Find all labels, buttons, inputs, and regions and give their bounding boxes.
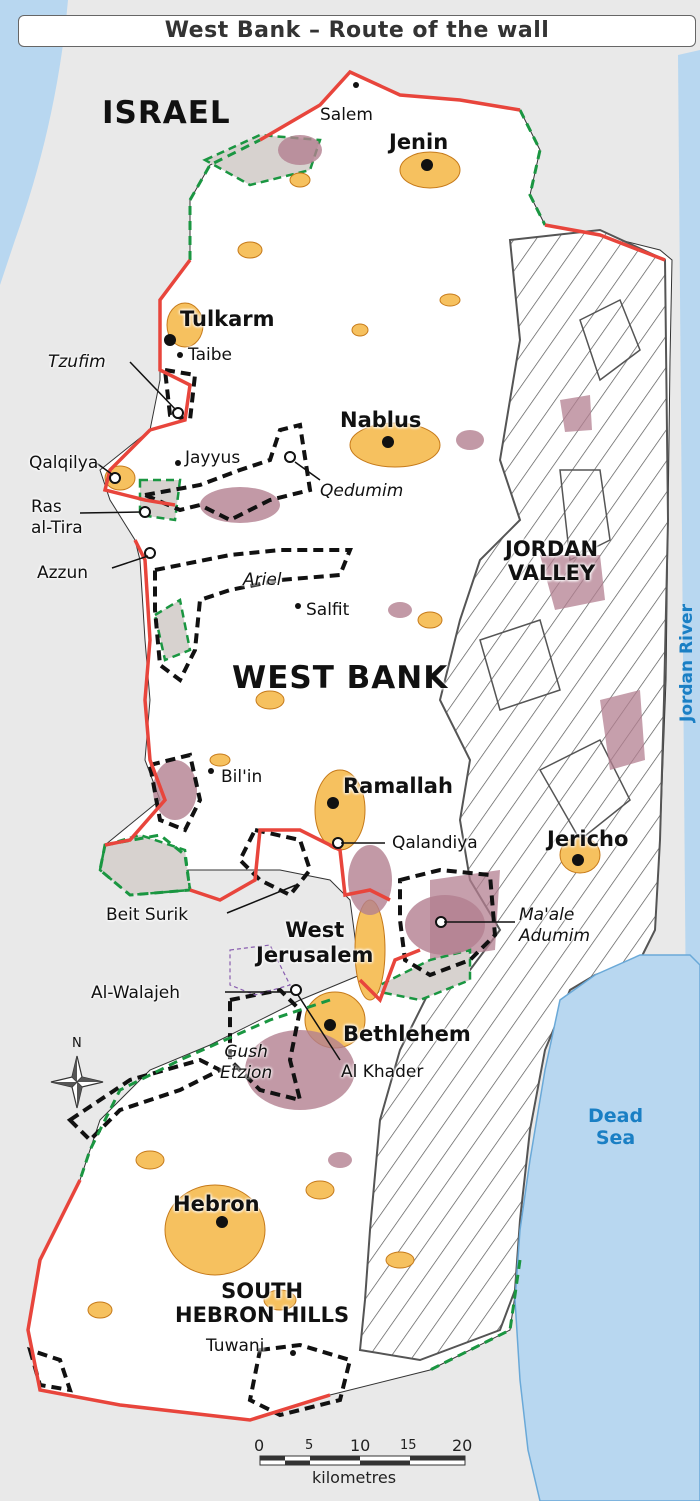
map-title: West Bank – Route of the wall <box>18 15 696 47</box>
settlement-ariel: Ariel <box>243 570 282 590</box>
scale-tick-15: 15 <box>400 1438 417 1453</box>
settlement-maale-adumim: Ma'ale Adumim <box>519 905 591 946</box>
settlement-gush-etzion: Gush Etzion <box>220 1042 273 1083</box>
town-al-khader: Al Khader <box>341 1062 424 1082</box>
label-south-hebron-hills: SOUTH HEBRON HILLS <box>175 1279 350 1327</box>
settlement-areas <box>153 135 485 1168</box>
city-jenin: Jenin <box>389 130 449 154</box>
scale-tick-20: 20 <box>452 1436 473 1455</box>
city-hebron: Hebron <box>173 1192 260 1216</box>
label-west-bank: WEST BANK <box>232 660 449 696</box>
town-taibe: Taibe <box>188 345 232 365</box>
label-dead-sea: Dead Sea <box>588 1105 644 1149</box>
town-al-walajeh: Al-Walajeh <box>91 983 181 1003</box>
town-bilin: Bil'in <box>221 767 263 787</box>
town-qalqilya: Qalqilya <box>29 453 99 473</box>
town-jayyus: Jayyus <box>185 448 241 468</box>
scale-tick-0: 0 <box>254 1436 265 1455</box>
leader-lines <box>79 361 515 1061</box>
town-ras-al-tira: Ras al-Tira <box>31 497 83 538</box>
label-jordan-river: Jordan River <box>677 604 697 722</box>
settlement-qedumim: Qedumim <box>320 481 404 501</box>
scale-bar <box>259 1455 466 1466</box>
place-markers-open <box>109 407 447 996</box>
scale-tick-10: 10 <box>350 1436 371 1455</box>
town-tuwani: Tuwani <box>206 1336 265 1356</box>
mediterranean-sea <box>0 0 68 285</box>
compass-north-label: N <box>72 1036 82 1051</box>
label-israel: ISRAEL <box>102 95 231 131</box>
city-tulkarm: Tulkarm <box>180 307 275 331</box>
scale-tick-5: 5 <box>305 1438 314 1453</box>
city-ramallah: Ramallah <box>343 774 453 798</box>
jordan-valley-zone <box>358 228 670 1362</box>
city-bethlehem: Bethlehem <box>343 1022 471 1046</box>
city-nablus: Nablus <box>340 408 422 432</box>
urban-areas <box>87 151 601 1319</box>
town-beit-surik: Beit Surik <box>106 905 189 925</box>
city-markers <box>164 82 584 1356</box>
town-qalandiya: Qalandiya <box>392 833 478 853</box>
wall-built-route <box>26 69 666 1422</box>
town-salem: Salem <box>320 105 373 125</box>
compass-rose-icon <box>50 1055 104 1109</box>
scale-unit: kilometres <box>312 1468 397 1487</box>
label-west-jerusalem: West Jerusalem <box>256 918 374 967</box>
west-jerusalem-boundary <box>229 944 291 996</box>
town-azzun: Azzun <box>37 563 89 583</box>
zone-outlines <box>479 298 641 842</box>
town-salfit: Salfit <box>306 600 350 620</box>
label-jordan-valley: JORDAN VALLEY <box>505 537 599 585</box>
city-jericho: Jericho <box>547 827 629 851</box>
settlement-tzufim: Tzufim <box>48 352 106 372</box>
dead-sea <box>514 954 700 1501</box>
